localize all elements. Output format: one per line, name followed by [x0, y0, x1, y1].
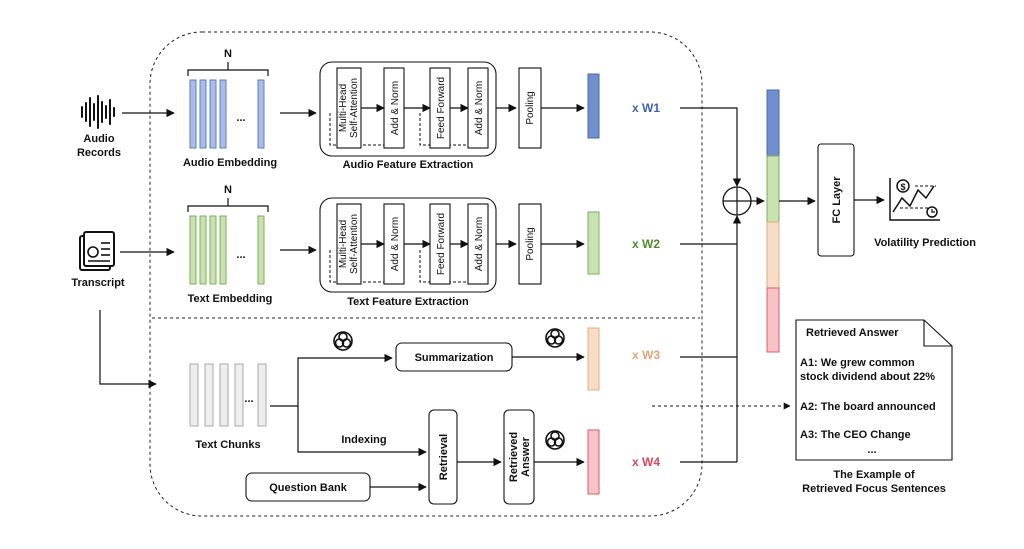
waveform-icon: [81, 95, 115, 129]
text-addnorm-2-label: Add & Norm: [474, 217, 485, 271]
retrieved-answer-document: [795, 319, 953, 461]
text-mha-label-2: Self-Attention: [349, 214, 360, 274]
audio-mha-label-2: Self-Attention: [349, 78, 360, 138]
audio-addnorm-2-label: Add & Norm: [474, 81, 485, 135]
audio-feedforward-label: Feed Forward: [436, 77, 447, 139]
text-chunks-label: Text Chunks: [195, 439, 260, 451]
w4-label: x W4: [632, 455, 660, 469]
audio-embedding-ellipsis: ...: [236, 112, 245, 124]
retrieved-answer-box: [503, 409, 535, 505]
text-chunk-bars: [189, 363, 267, 427]
doc-a1-line1: A1: We grew common: [800, 357, 915, 369]
indexing-label: Indexing: [341, 434, 386, 446]
summary-feature-vector: [587, 327, 600, 391]
text-chunks-ellipsis: ...: [244, 393, 253, 405]
audio-addnorm-1-label: Add & Norm: [390, 81, 401, 135]
w1-label: x W1: [632, 101, 660, 115]
llm-icon-2: [545, 328, 565, 348]
volatility-prediction-label: Volatility Prediction: [874, 237, 976, 249]
audio-embedding-bars: [189, 79, 265, 149]
text-n-label: N: [224, 184, 232, 196]
chunks-to-summary-arrow: [297, 353, 393, 406]
summarization-label: Summarization: [415, 352, 494, 364]
audio-records-label-2: Records: [77, 147, 121, 159]
text-n-brace: [187, 198, 269, 212]
transcript-label: Transcript: [71, 277, 125, 289]
chunks-to-retrieval-arrow: [297, 406, 427, 457]
doc-a2: A2: The board announced: [800, 401, 936, 413]
llm-icon-3: [545, 430, 565, 450]
text-embedding-ellipsis: ...: [236, 249, 245, 261]
audio-embedding-label: Audio Embedding: [183, 157, 277, 169]
dollar-icon: $: [900, 182, 905, 192]
llm-icon-1: [333, 331, 353, 351]
audio-mha-label-1: Multi-Head: [338, 84, 349, 132]
audio-records-label-1: Audio: [83, 133, 114, 145]
text-extraction-label: Text Feature Extraction: [347, 296, 469, 308]
retrieved-feature-vector: [587, 429, 600, 495]
document-fold: [923, 320, 952, 347]
concatenated-feature-vector: [766, 89, 780, 353]
text-embedding-label: Text Embedding: [188, 293, 273, 305]
w2-label: x W2: [632, 237, 660, 251]
audio-n-brace: [187, 62, 269, 76]
audio-n-label: N: [224, 48, 232, 60]
sum-operator-icon: [722, 186, 752, 216]
transcript-to-chunks-arrow: [99, 310, 157, 389]
doc-caption-line1: The Example of: [833, 469, 915, 481]
retrieved-answer-label-2: Answer: [520, 436, 532, 476]
doc-a3: A3: The CEO Change: [800, 429, 911, 441]
text-transformer-block: [319, 197, 497, 293]
audio-pooling-label: Pooling: [525, 91, 536, 124]
retrieval-box: [428, 409, 458, 505]
doc-a1-line2: stock dividend about 22%: [800, 371, 935, 383]
retrieval-label: Retrieval: [438, 434, 450, 480]
text-feedforward-label: Feed Forward: [436, 213, 447, 275]
text-addnorm-1-label: Add & Norm: [390, 217, 401, 271]
audio-transformer-block: [319, 61, 497, 157]
text-embedding-bars: [189, 215, 265, 285]
question-bank-label: Question Bank: [269, 482, 348, 494]
audio-extraction-label: Audio Feature Extraction: [343, 159, 474, 171]
doc-more: ...: [867, 444, 876, 456]
transcript-icon: [79, 231, 115, 271]
volatility-chart-icon: [889, 178, 940, 221]
doc-caption-line2: Retrieved Focus Sentences: [802, 483, 946, 495]
retrieved-answer-label-1: Retrieved: [508, 432, 520, 482]
text-pooling-label: Pooling: [525, 227, 536, 260]
audio-feature-vector: [587, 73, 600, 139]
text-feature-vector: [587, 211, 600, 275]
model-container: [149, 31, 703, 517]
fc-layer-label: FC Layer: [831, 176, 843, 224]
w1-to-sum-arrow: [680, 107, 742, 187]
text-mha-label-1: Multi-Head: [338, 220, 349, 268]
w3-label: x W3: [632, 348, 660, 362]
doc-title: Retrieved Answer: [806, 327, 899, 339]
